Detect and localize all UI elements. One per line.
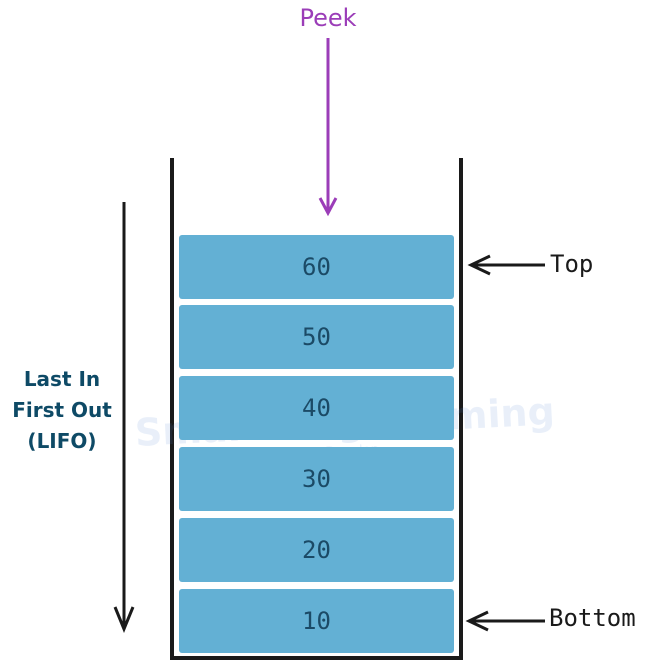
stack-element: 40 xyxy=(179,376,454,440)
stack-element: 60 xyxy=(179,235,454,299)
top-label: Top xyxy=(550,250,594,278)
lifo-label: Last In First Out (LIFO) xyxy=(0,364,124,457)
peek-arrow xyxy=(318,38,338,217)
stack-element: 30 xyxy=(179,447,454,511)
stack-element: 20 xyxy=(179,518,454,582)
lifo-line: (LIFO) xyxy=(27,429,97,453)
top-arrow xyxy=(467,254,545,276)
peek-label: Peek xyxy=(299,4,357,32)
stack-element: 50 xyxy=(179,305,454,369)
bottom-arrow xyxy=(465,610,545,632)
lifo-line: Last In xyxy=(23,367,101,391)
lifo-arrow xyxy=(113,202,135,633)
bottom-label: Bottom xyxy=(549,604,636,632)
stack-element: 10 xyxy=(179,589,454,653)
stack-container xyxy=(170,158,463,660)
lifo-line: First Out xyxy=(12,398,112,422)
